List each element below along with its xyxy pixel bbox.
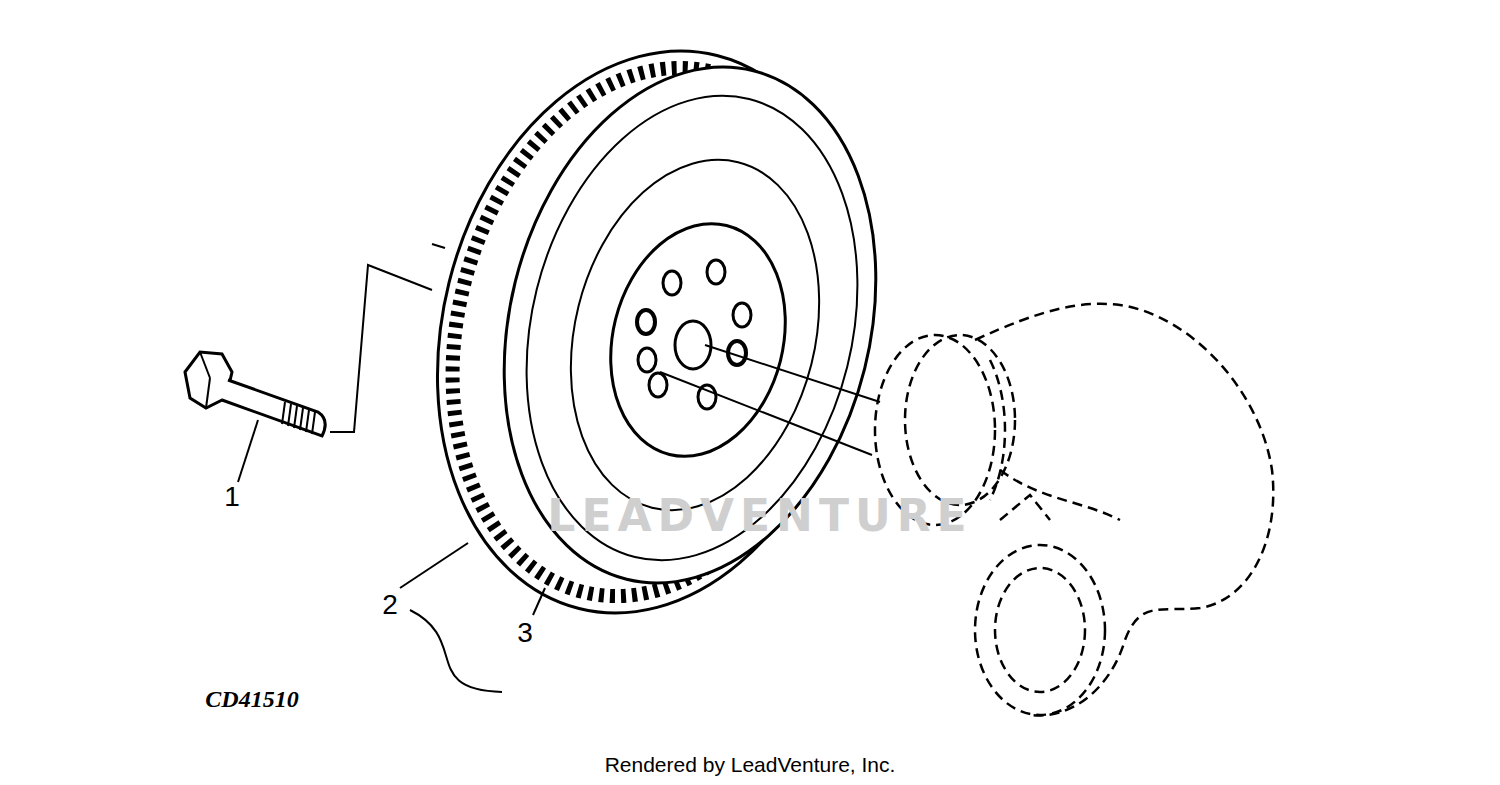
callout-number: 2	[382, 589, 398, 621]
figure-code: CD41510	[205, 686, 298, 713]
render-credit: Rendered by LeadVenture, Inc.	[605, 753, 896, 777]
watermark: LEADVENTURE	[547, 490, 972, 541]
callout-number: 3	[517, 617, 533, 649]
callout-number: 1	[224, 481, 240, 513]
